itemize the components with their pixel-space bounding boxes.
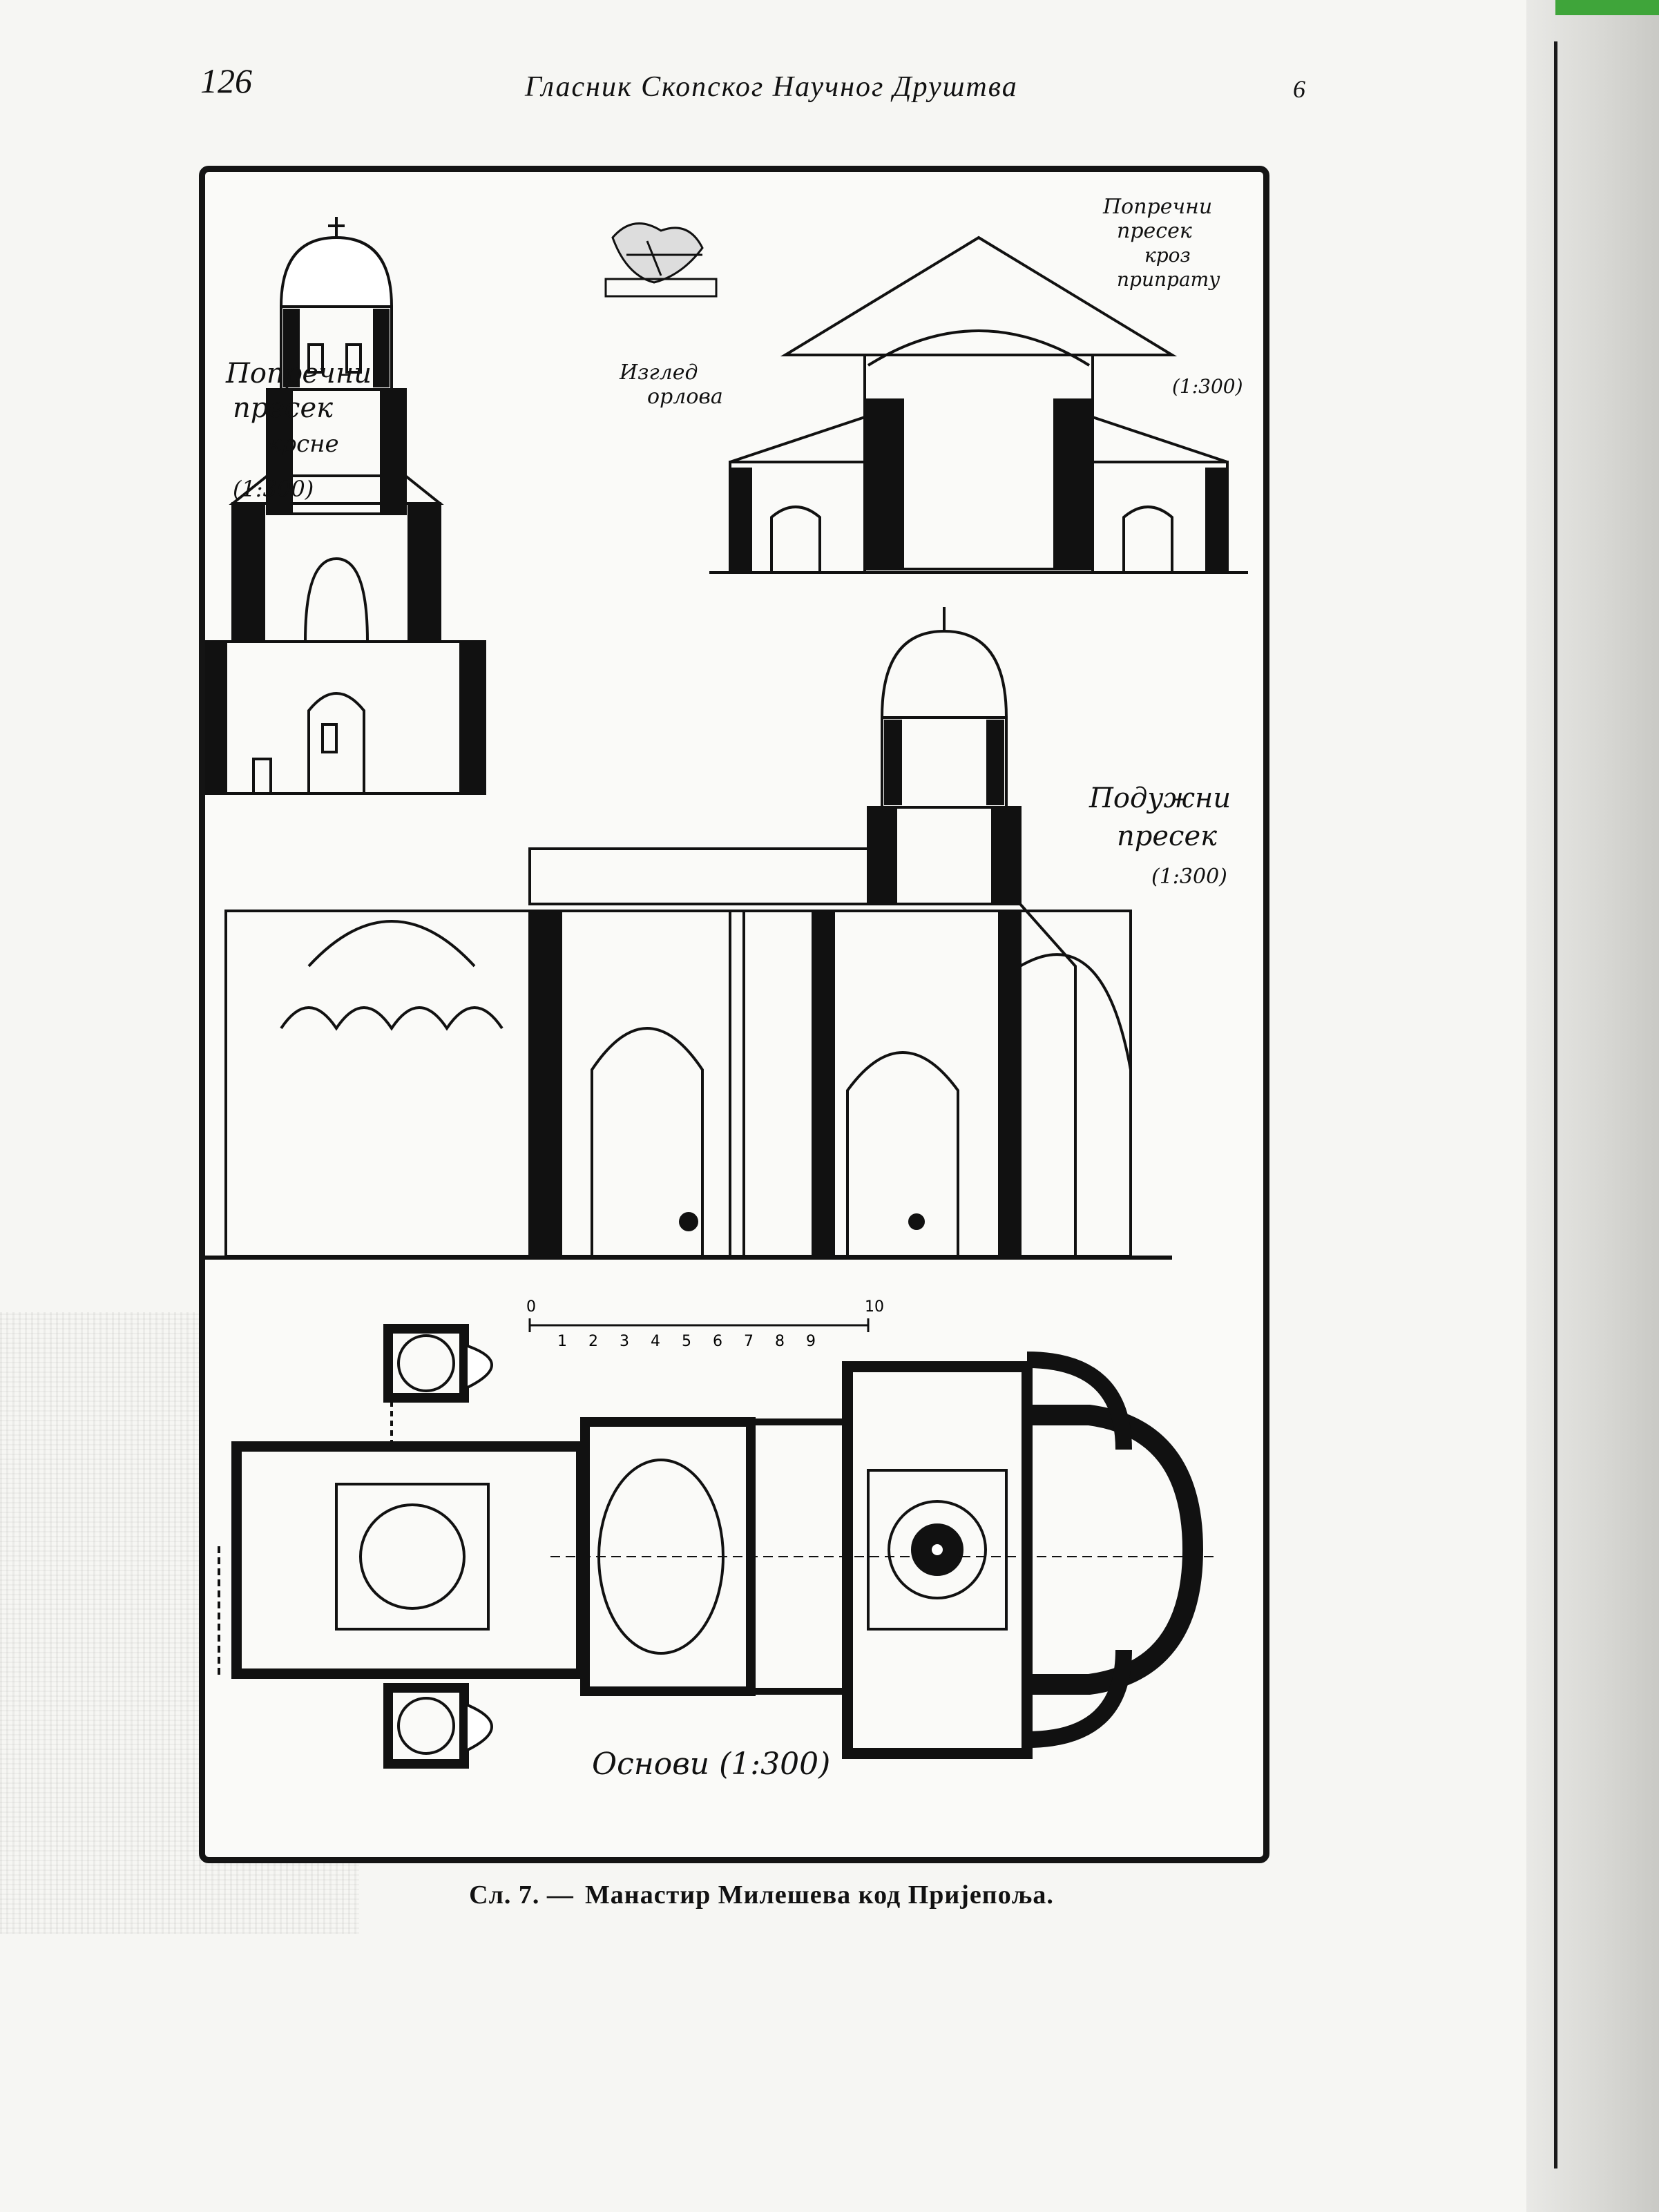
scale-10: 10 [865,1298,884,1316]
scale-9: 9 [806,1333,816,1350]
label-cross-left-3: крсне [267,430,339,458]
scale-8: 8 [775,1333,785,1350]
scale-5: 5 [682,1333,691,1350]
scale-7: 7 [744,1333,754,1350]
figure-number: Сл. 7. — [469,1881,574,1910]
scale-6: 6 [713,1333,722,1350]
floor-plan [218,1324,1214,1769]
label-plan: Основи (1:300) [592,1747,830,1782]
scale-0: 0 [526,1298,536,1316]
label-eagles-1: Изглед [619,360,698,385]
label-longitudinal-1: Подужни [1089,782,1231,814]
cross-section-left [205,217,486,795]
journal-title: Гласник Скопског Научног Друштва [525,71,1018,103]
label-longitudinal-2: пресек [1117,820,1217,852]
label-eagles-2: орлова [647,385,723,409]
label-cross-right-1: Попречни [1102,195,1212,219]
label-cross-right-3: кроз [1144,244,1191,267]
label-cross-left-1: Попречни [225,358,372,389]
cross-section-left-labels: Попречни пресек крсне (1:300) [225,358,372,502]
scale-1: 1 [557,1333,567,1350]
label-cross-left-2: пресек [233,392,333,424]
longitudinal-section [205,607,1172,1260]
label-cross-right-4: припрату [1117,268,1220,291]
scale-bar [528,1318,870,1332]
label-longitudinal-3: (1:300) [1151,865,1227,889]
page-number: 126 [200,61,252,100]
scale-3: 3 [620,1333,629,1350]
scale-4: 4 [651,1333,660,1350]
longitudinal-labels: Подужни пресек (1:300) [1089,782,1231,889]
label-cross-right-2: пресек [1117,219,1192,243]
architectural-drawing-plate: Попречни пресек крсне (1:300) Изглед орл… [199,166,1269,1863]
scale-numbers: 0 1 2 3 4 5 6 7 8 9 10 [526,1298,884,1350]
figure-caption: Сл. 7. — Манастир Милешева код Пријепоља. [0,1880,1523,1910]
plan-label: Основи (1:300) [592,1747,830,1782]
running-header: 126 Гласник Скопског Научног Друштва 6 [200,61,1319,109]
green-corner-mark [1555,0,1659,15]
figure-text: Манастир Милешева код Пријепоља. [584,1881,1054,1910]
label-cross-left-4: (1:300) [233,476,314,502]
scanned-page: 126 Гласник Скопског Научног Друштва 6 [0,61,1523,1934]
eagles-sketch [604,222,718,298]
label-cross-right-5: (1:300) [1172,375,1243,398]
cross-section-right [709,235,1248,574]
scale-2: 2 [588,1333,598,1350]
binding-line [1554,41,1557,2168]
drawing-svg: Попречни пресек крсне (1:300) Изглед орл… [205,195,1248,1782]
cross-section-right-labels: Попречни пресек кроз припрату (1:300) [1102,195,1243,398]
signature-mark: 6 [1293,75,1305,103]
eagles-labels: Изглед орлова [619,360,723,409]
book-spine-edge [1526,0,1659,2212]
